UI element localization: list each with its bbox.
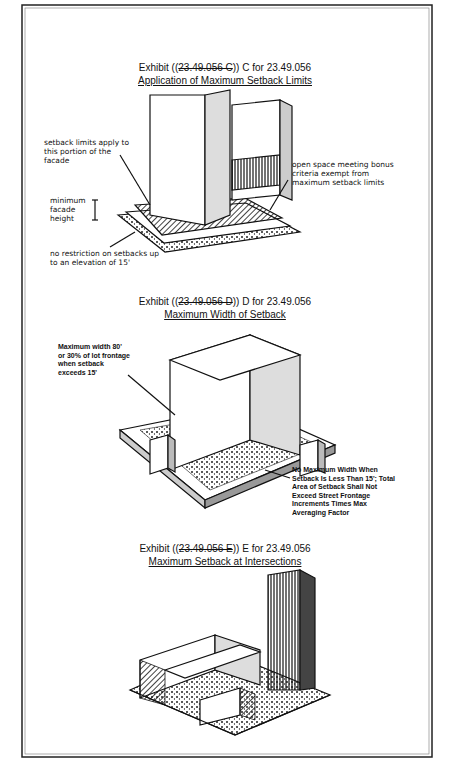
exhibit-heading: Application of Maximum Setback Limits [0,75,450,87]
exhibit-heading: Exhibit ((23.49.056 D)) D for 23.49.056 [0,296,450,308]
exhibit-heading: Maximum Setback at Intersections [0,556,450,568]
callout-note: minimum facade height [50,196,92,223]
exhibit-heading: Exhibit ((23.49.056 C)) C for 23.49.056 [0,62,450,74]
callout-note: Maximum width 80' or 30% of lot frontage… [58,343,130,377]
callout-note: no restriction on setbacks up to an elev… [50,249,160,267]
exhibit-title: )) D for 23.49.056 [233,296,311,307]
exhibit-title: Exhibit (( [139,543,178,554]
exhibit-title: 23.49.056 D [178,296,233,307]
exhibit-subtitle: Maximum Setback at Intersections [149,556,302,567]
exhibit-heading: Maximum Width of Setback [0,309,450,321]
exhibit-subtitle: Application of Maximum Setback Limits [138,75,312,86]
exhibit-subtitle: Maximum Width of Setback [164,309,286,320]
exhibit-heading: Exhibit ((23.49.056 E)) E for 23.49.056 [0,543,450,555]
callout-note: No Maximum Width When Setback Is Less Th… [292,466,402,517]
exhibit-title: Exhibit (( [139,296,178,307]
exhibit-title: 23.49.056 E [179,543,233,554]
callout-note: open space meeting bonus criteria exempt… [292,160,400,187]
callout-note: setback limits apply to this portion of … [44,138,136,165]
exhibit-title: Exhibit (( [139,62,178,73]
exhibit-title: 23.49.056 C [178,62,233,73]
exhibit-title: )) E for 23.49.056 [233,543,311,554]
exhibit-title: )) C for 23.49.056 [233,62,311,73]
